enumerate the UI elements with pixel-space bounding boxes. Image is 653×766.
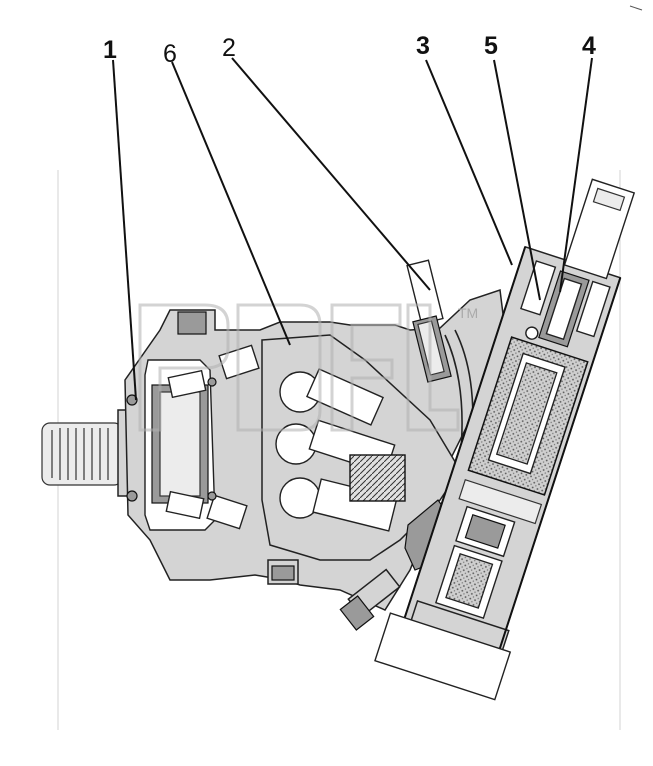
adjustment-screw: [339, 568, 401, 631]
callout-labels: 1 6 2 3 5 4: [103, 32, 596, 68]
watermark-logo: [138, 303, 460, 432]
callout-label-2: 2: [222, 34, 236, 62]
trademark-mark: TM: [458, 305, 478, 321]
callout-label-5: 5: [484, 32, 498, 60]
leader-lines: [112, 57, 593, 401]
corner-mark: [629, 5, 643, 11]
control-valve-body: [374, 178, 636, 701]
drive-shaft: [41, 409, 149, 497]
callout-label-4: 4: [582, 32, 596, 60]
callout-label-1: 1: [103, 36, 117, 64]
leader-line-3: [425, 59, 513, 266]
leader-line-4: [559, 57, 593, 293]
leader-line-5: [493, 59, 541, 301]
callout-label-6: 6: [163, 40, 177, 68]
leader-line-6: [171, 61, 291, 346]
leader-line-1: [112, 59, 137, 401]
callout-label-3: 3: [416, 32, 430, 60]
leader-line-2: [231, 57, 431, 291]
